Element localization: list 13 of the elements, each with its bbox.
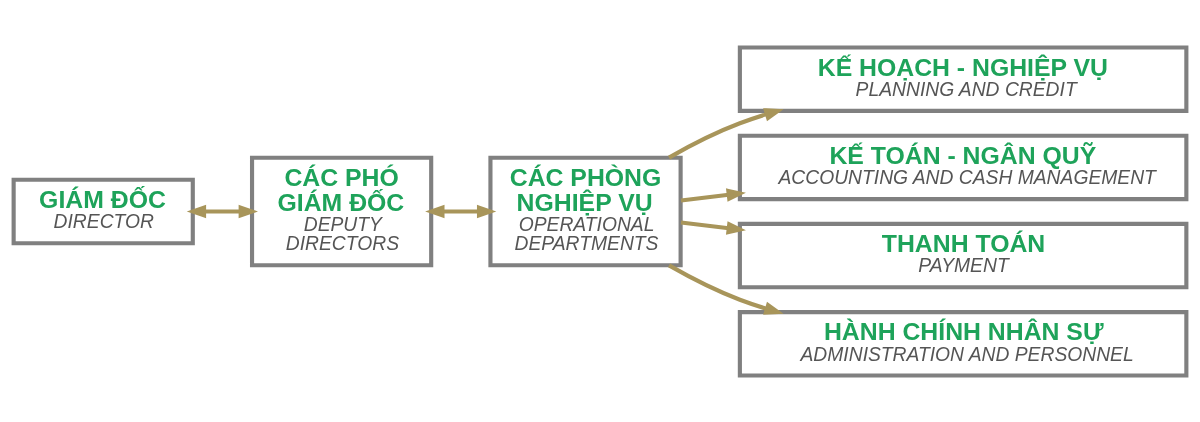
arrow [186, 204, 258, 218]
node-box: CÁC PHÒNG NGHIỆP VỤ OPERATIONAL DEPARTMENTS [488, 155, 683, 267]
arrow [668, 263, 784, 315]
node-box: CÁC PHÓ GIÁM ĐỐC DEPUTY DIRECTORS [249, 155, 434, 267]
arrow [425, 204, 497, 218]
arrow [668, 107, 784, 159]
node-box: GIÁM ĐỐC DIRECTOR [11, 177, 195, 245]
node-box: KẾ HOẠCH - NGHIỆP VỤ PLANNING AND CREDIT [737, 44, 1189, 113]
node-box: HÀNH CHÍNH NHÂN SỰ ADMINISTRATION AND PERSONNEL [737, 309, 1189, 378]
node-box: KẾ TOÁN - NGÂN QUỸ ACCOUNTING AND CASH MANAGEMENT [737, 133, 1189, 201]
node-box: THANH TOÁN PAYMENT [737, 221, 1189, 289]
arrow [680, 187, 746, 202]
arrow [680, 220, 746, 235]
